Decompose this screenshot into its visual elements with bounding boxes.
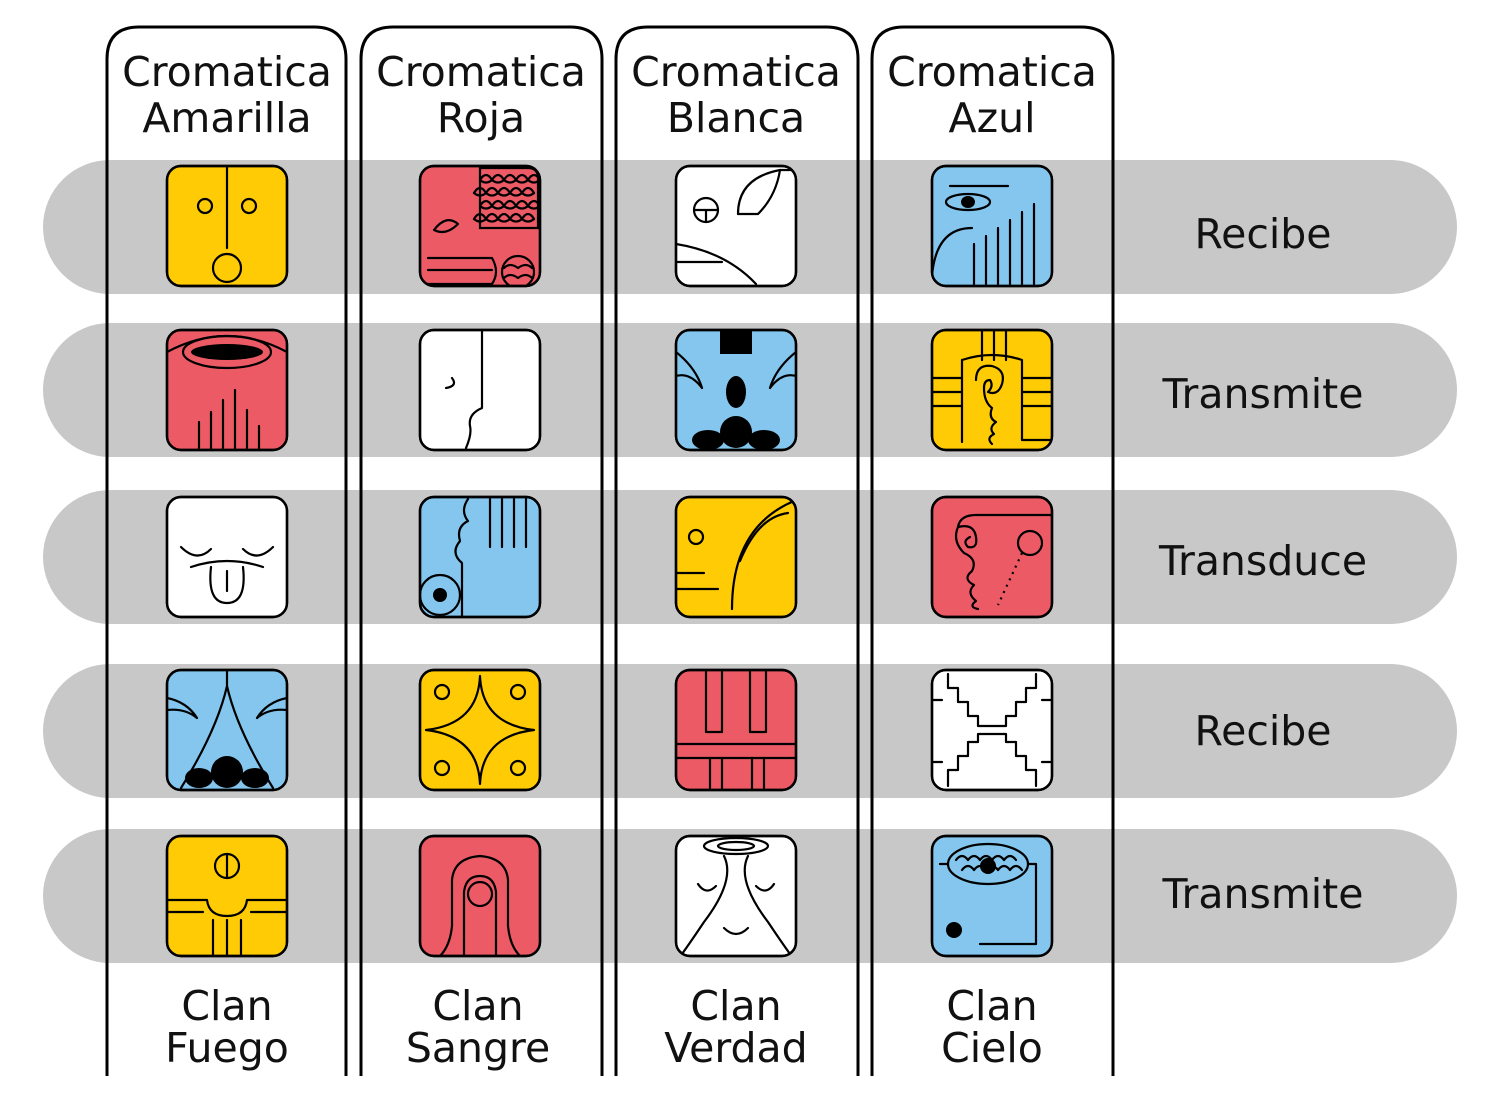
row-label-1: Recibe (1194, 210, 1331, 258)
blue-nose-glyph (674, 328, 798, 452)
clan-4-line-2: Cielo (941, 1024, 1043, 1072)
white-steps-glyph (930, 668, 1054, 792)
glyph-tile (418, 668, 542, 792)
row-label-2: Transmite (1162, 370, 1364, 418)
column-title-2-line-2: Roja (437, 94, 525, 142)
blue-hand-glyph (418, 495, 542, 619)
glyph-tile (165, 495, 289, 619)
yellow-star-glyph (418, 668, 542, 792)
column-title-1-line-2: Amarilla (142, 94, 311, 142)
red-arch-glyph (418, 834, 542, 958)
clan-2-line-2: Sangre (406, 1024, 550, 1072)
column-frame-4 (870, 25, 1115, 1076)
yellow-face-glyph (165, 164, 289, 288)
clan-1-line-2: Fuego (165, 1024, 289, 1072)
column-frame-1 (105, 25, 348, 1076)
yellow-spiral-glyph (930, 328, 1054, 452)
blue-storm-glyph (930, 834, 1054, 958)
clan-3-line-2: Verdad (664, 1024, 807, 1072)
clan-3-line-1: Clan (690, 982, 781, 1030)
text-labels: Cromatica Amarilla Cromatica Roja Cromat… (122, 48, 1367, 1072)
column-frame-2 (359, 25, 604, 1076)
red-pillars-glyph (674, 668, 798, 792)
glyph-tile (674, 668, 798, 792)
glyph-tile (418, 834, 542, 958)
row-label-5: Transmite (1162, 870, 1364, 918)
row-label-3: Transduce (1158, 537, 1367, 585)
white-profile-glyph (418, 328, 542, 452)
glyph-tile (418, 328, 542, 452)
clan-4-line-1: Clan (946, 982, 1037, 1030)
glyph-tile (930, 834, 1054, 958)
white-sleeping-face-glyph (674, 834, 798, 958)
row-label-4: Recibe (1194, 707, 1331, 755)
white-tongue-glyph (165, 495, 289, 619)
column-title-4-line-2: Azul (949, 94, 1036, 142)
glyph-grid (165, 164, 1054, 958)
column-frame-3 (614, 25, 860, 1076)
blue-eye-glyph (930, 164, 1054, 288)
yellow-leaf-glyph (674, 495, 798, 619)
column-title-1-line-1: Cromatica (122, 48, 332, 96)
red-monkey-glyph (930, 495, 1054, 619)
red-mouth-glyph (165, 328, 289, 452)
column-title-4-line-1: Cromatica (887, 48, 1097, 96)
clan-1-line-1: Clan (181, 982, 272, 1030)
column-title-2-line-1: Cromatica (376, 48, 586, 96)
blue-leaf-nose-glyph (165, 668, 289, 792)
clan-2-line-1: Clan (432, 982, 523, 1030)
column-title-3-line-1: Cromatica (631, 48, 841, 96)
white-wind-glyph (674, 164, 798, 288)
yellow-temple-glyph (165, 834, 289, 958)
red-scales-glyph (418, 164, 542, 288)
column-frames (105, 25, 1115, 1076)
column-title-3-line-2: Blanca (667, 94, 805, 142)
